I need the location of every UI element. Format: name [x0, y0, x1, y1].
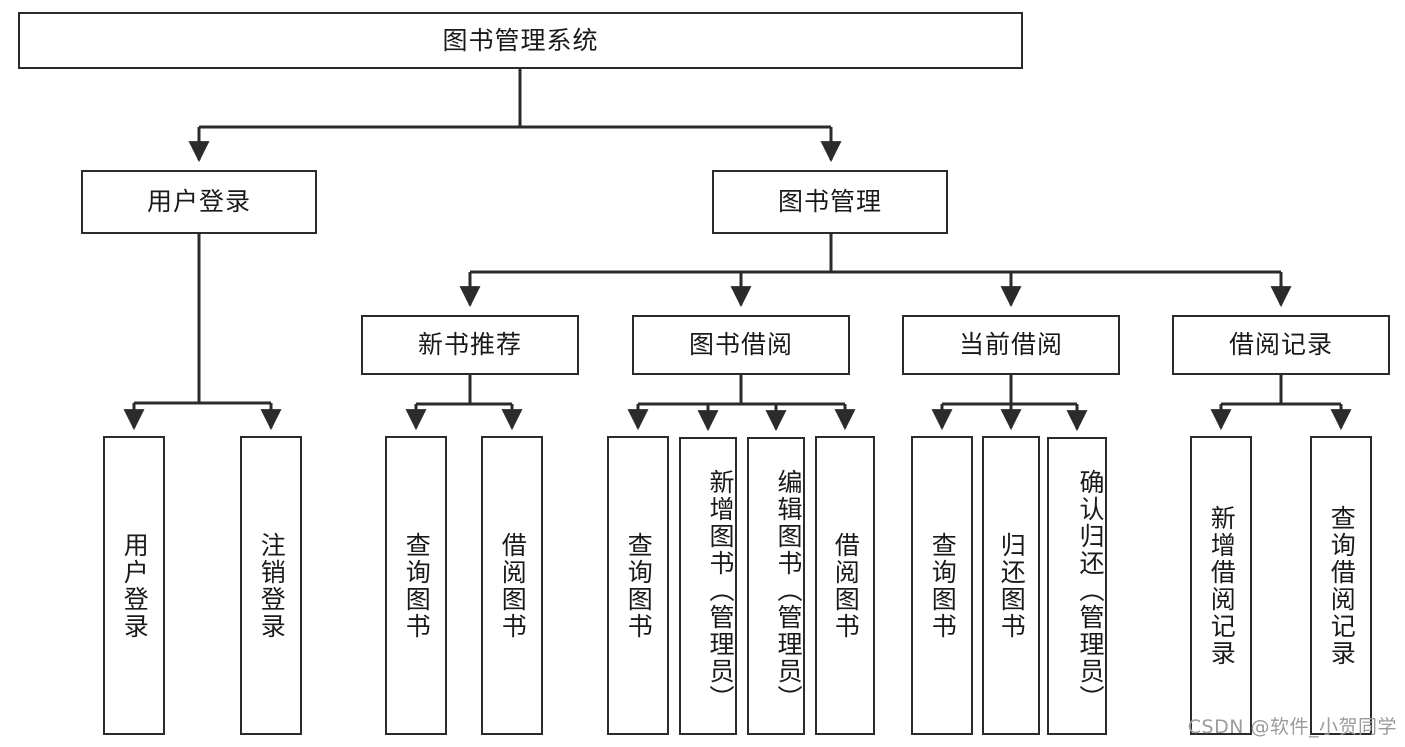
- node-book-borrow[interactable]: 图书借阅: [632, 315, 850, 375]
- leaf-query-books-current-label: 查询图书: [928, 531, 958, 640]
- leaf-return-books[interactable]: 归还图书: [982, 436, 1040, 735]
- leaf-return-books-label: 归还图书: [997, 531, 1027, 640]
- leaf-add-borrow-record[interactable]: 新增借阅记录: [1190, 436, 1252, 735]
- leaf-query-books-borrow[interactable]: 查询图书: [607, 436, 669, 735]
- leaf-borrow-books-borrow-label: 借阅图书: [831, 531, 861, 640]
- node-root-label: 图书管理系统: [442, 25, 599, 55]
- leaf-add-book-admin-label: 新增图书（管理员）: [706, 468, 735, 712]
- leaf-add-borrow-record-label: 新增借阅记录: [1207, 504, 1237, 667]
- leaf-borrow-books-recommend[interactable]: 借阅图书: [481, 436, 543, 735]
- node-root[interactable]: 图书管理系统: [18, 12, 1023, 69]
- leaf-logout[interactable]: 注销登录: [240, 436, 302, 735]
- watermark-text: CSDN @软件_小贺同学: [1187, 716, 1397, 738]
- node-borrow-record-label: 借阅记录: [1228, 330, 1333, 360]
- node-user-login[interactable]: 用户登录: [81, 170, 317, 234]
- leaf-edit-book-admin-label: 编辑图书（管理员）: [774, 468, 803, 712]
- node-borrow-record[interactable]: 借阅记录: [1172, 315, 1390, 375]
- leaf-logout-label: 注销登录: [257, 531, 287, 640]
- node-book-borrow-label: 图书借阅: [688, 330, 793, 360]
- leaf-borrow-books-recommend-label: 借阅图书: [498, 531, 528, 640]
- leaf-user-login-label: 用户登录: [120, 531, 150, 640]
- node-current-borrow[interactable]: 当前借阅: [902, 315, 1120, 375]
- leaf-query-books-borrow-label: 查询图书: [624, 531, 654, 640]
- node-current-borrow-label: 当前借阅: [958, 330, 1063, 360]
- leaf-query-books-recommend-label: 查询图书: [402, 531, 432, 640]
- leaf-confirm-return-admin[interactable]: 确认归还（管理员）: [1047, 437, 1107, 735]
- leaf-query-borrow-record[interactable]: 查询借阅记录: [1310, 436, 1372, 735]
- node-user-login-label: 用户登录: [146, 187, 251, 217]
- leaf-user-login[interactable]: 用户登录: [103, 436, 165, 735]
- node-new-book-recommend[interactable]: 新书推荐: [361, 315, 579, 375]
- leaf-borrow-books-borrow[interactable]: 借阅图书: [815, 436, 875, 735]
- node-book-management[interactable]: 图书管理: [712, 170, 948, 234]
- node-book-management-label: 图书管理: [777, 187, 882, 217]
- leaf-add-book-admin[interactable]: 新增图书（管理员）: [679, 437, 737, 735]
- leaf-query-borrow-record-label: 查询借阅记录: [1327, 504, 1357, 667]
- node-new-book-recommend-label: 新书推荐: [417, 330, 522, 360]
- leaf-edit-book-admin[interactable]: 编辑图书（管理员）: [747, 437, 805, 735]
- leaf-query-books-recommend[interactable]: 查询图书: [385, 436, 447, 735]
- leaf-query-books-current[interactable]: 查询图书: [911, 436, 973, 735]
- leaf-confirm-return-admin-label: 确认归还（管理员）: [1076, 468, 1105, 712]
